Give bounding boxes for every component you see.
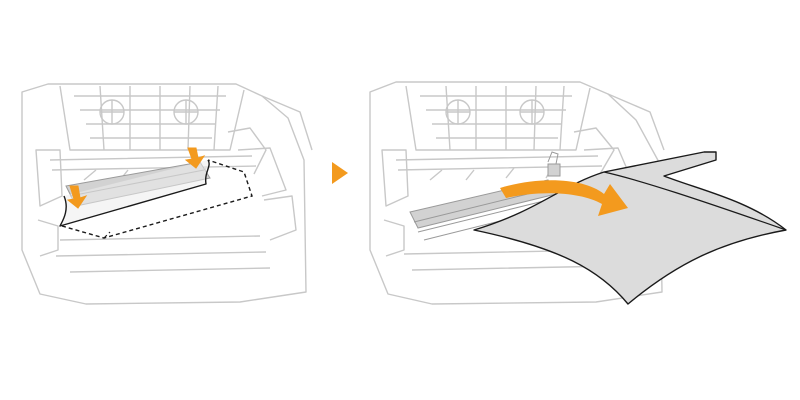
- down-arrow-icon: [66, 185, 88, 209]
- jammed-paper-left: [59, 159, 253, 239]
- triangle-right-icon: [332, 162, 348, 184]
- pulled-paper-right: [473, 151, 787, 305]
- curved-arrow-icon: [500, 180, 628, 216]
- step-2-panel: [369, 81, 787, 305]
- down-arrow-icon: [184, 147, 206, 169]
- printer-body-left: [21, 83, 313, 305]
- step-1-panel: [21, 83, 313, 305]
